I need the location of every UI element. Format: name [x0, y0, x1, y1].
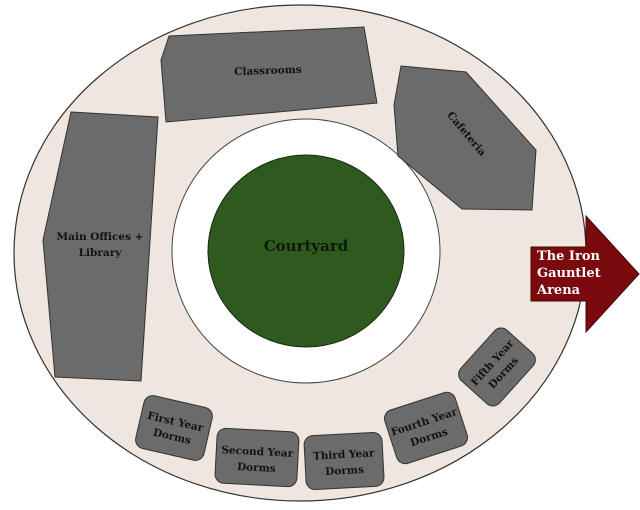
third-year-label-line1: Third Year: [313, 447, 376, 462]
second-year-label-line1: Second Year: [221, 444, 294, 460]
third-year-label-line2: Dorms: [325, 464, 364, 478]
iron-gauntlet-arena-arrow[interactable]: The Iron Gauntlet Arena: [530, 214, 640, 334]
main-offices-library-building[interactable]: Main Offices + Library: [42, 111, 159, 382]
third-year-dorms-building[interactable]: Third Year Dorms: [303, 431, 385, 491]
second-year-label-line2: Dorms: [237, 461, 276, 475]
classrooms-building[interactable]: Classrooms: [160, 26, 378, 123]
cafeteria-building[interactable]: Cafeteria: [393, 65, 537, 211]
courtyard-label: Courtyard: [264, 237, 349, 255]
second-year-dorms-building[interactable]: Second Year Dorms: [214, 427, 300, 488]
courtyard[interactable]: [207, 154, 405, 348]
main-offices-label-line2: Library: [79, 247, 123, 259]
fifth-year-dorms-building[interactable]: Fifth Year Dorms: [455, 324, 539, 409]
arena-label-line2: Gauntlet: [537, 266, 601, 281]
fourth-year-dorms-building[interactable]: Fourth Year Dorms: [382, 390, 470, 466]
main-offices-label-line1: Main Offices +: [57, 231, 144, 243]
classrooms-label: Classrooms: [234, 64, 302, 78]
first-year-dorms-building[interactable]: First Year Dorms: [134, 394, 214, 462]
arena-label-line1: The Iron: [537, 249, 601, 264]
arena-label-line3: Arena: [536, 283, 581, 298]
